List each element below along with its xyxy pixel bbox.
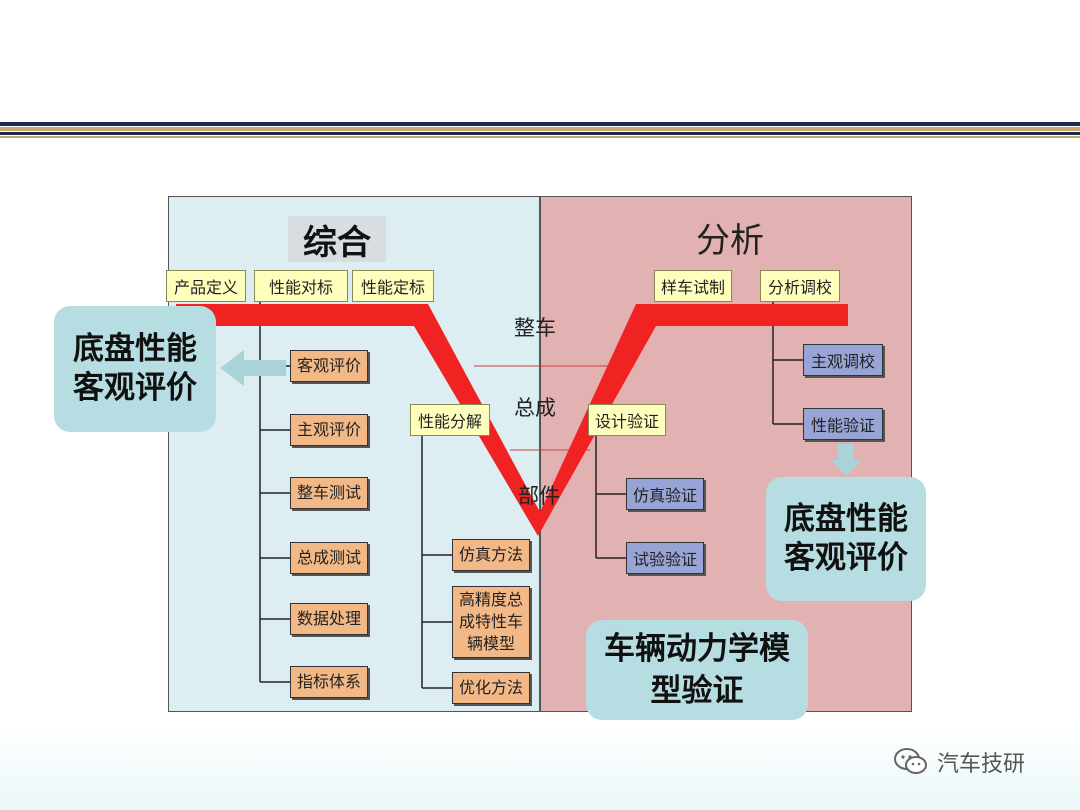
performance-target-box: 性能定标 [352,270,434,302]
performance-validation-box: 性能验证 [803,408,883,440]
wechat-icon [894,748,927,774]
right-chassis-evaluation-callout: 底盘性能客观评价 [766,477,926,601]
assembly-level-label: 总成 [514,396,556,420]
sample-build-box: 样车试制 [654,270,732,302]
objective-evaluation-box: 客观评价 [290,350,368,382]
right-callout-arrow [830,444,862,476]
design-validation-box: 设计验证 [588,404,666,436]
assembly-test-box: 总成测试 [290,542,368,574]
left-chassis-evaluation-callout: 底盘性能客观评价 [54,306,216,432]
left-callout-arrow [220,350,286,386]
analysis-tuning-box: 分析调校 [760,270,840,302]
synthesis-title: 综合 [288,216,386,263]
footer-band [0,728,1080,810]
index-system-box: 指标体系 [290,666,368,698]
performance-decomposition-box: 性能分解 [410,404,490,436]
analysis-title: 分析 [696,220,764,261]
simulation-method-box: 仿真方法 [452,539,530,571]
watermark: 汽车技研 [893,744,1025,780]
test-validation-box: 试验验证 [626,542,704,574]
performance-benchmark-box: 性能对标 [254,270,348,302]
v-process-band [176,304,848,536]
product-definition-box: 产品定义 [166,270,246,302]
watermark-text: 汽车技研 [937,752,1026,777]
vehicle-test-box: 整车测试 [290,477,368,509]
vehicle-level-label: 整车 [514,316,556,340]
header-rule-lower [0,132,1080,135]
high-precision-model-box: 高精度总成特性车辆模型 [452,586,530,658]
optimization-method-box: 优化方法 [452,672,530,704]
vehicle-dynamics-validation-callout: 车辆动力学模型验证 [586,620,808,720]
header-rule [0,122,1080,126]
simulation-validation-box: 仿真验证 [626,478,704,510]
subjective-evaluation-box: 主观评价 [290,414,368,446]
header-rule-accent [0,127,1080,131]
header-rule-lower-accent [0,136,1080,138]
data-processing-box: 数据处理 [290,603,368,635]
subjective-tuning-box: 主观调校 [803,344,883,376]
component-level-label: 部件 [518,484,560,508]
